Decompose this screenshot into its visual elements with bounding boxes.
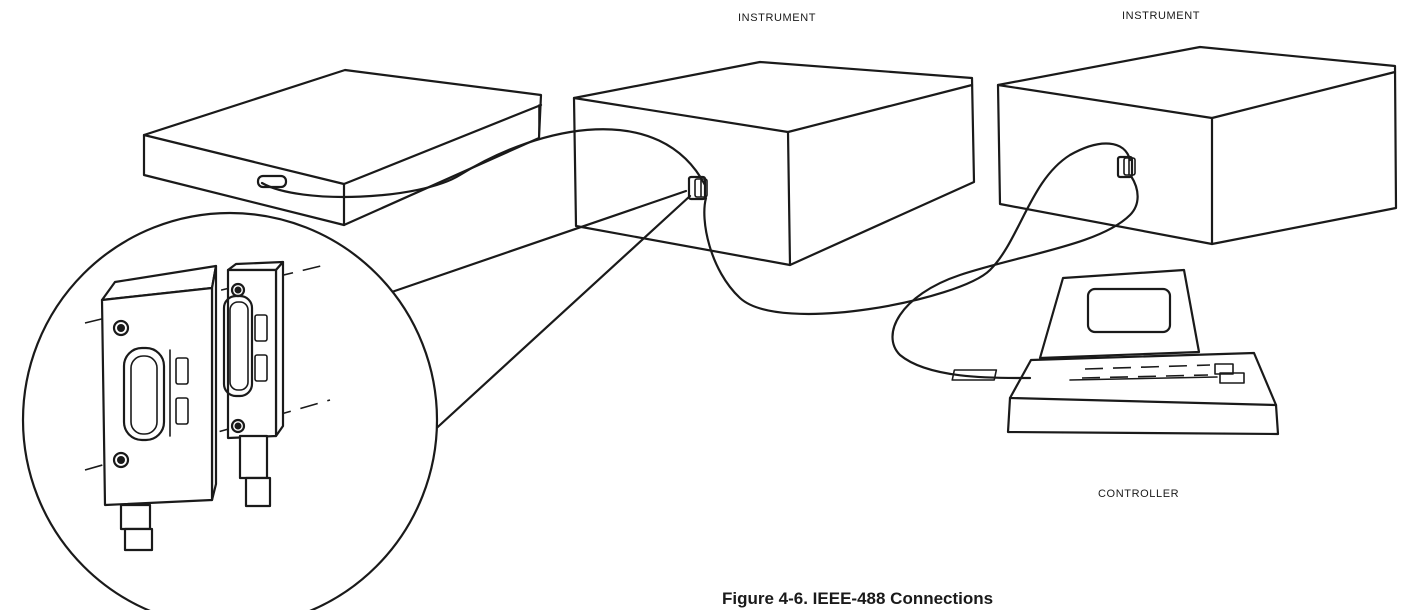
figure-caption: Figure 4-6. IEEE-488 Connections [722, 589, 993, 608]
instrument-label-1: INSTRUMENT [738, 12, 816, 24]
instrument-box-left [142, 68, 543, 227]
instrument-box-middle [572, 60, 976, 267]
connector-detail-callout [21, 211, 439, 610]
controller-terminal [951, 268, 1280, 436]
instrument-box-right [996, 45, 1398, 246]
zoom-line-upper [381, 189, 688, 297]
controller-screen [1086, 287, 1172, 334]
connector-plug-a [100, 264, 218, 552]
controller-label: CONTROLLER [1098, 488, 1179, 500]
connector-plug-b [222, 260, 285, 508]
gpib-cables [260, 128, 1139, 380]
zoom-line-lower [403, 194, 692, 459]
instrument-label-2: INSTRUMENT [1122, 10, 1200, 22]
